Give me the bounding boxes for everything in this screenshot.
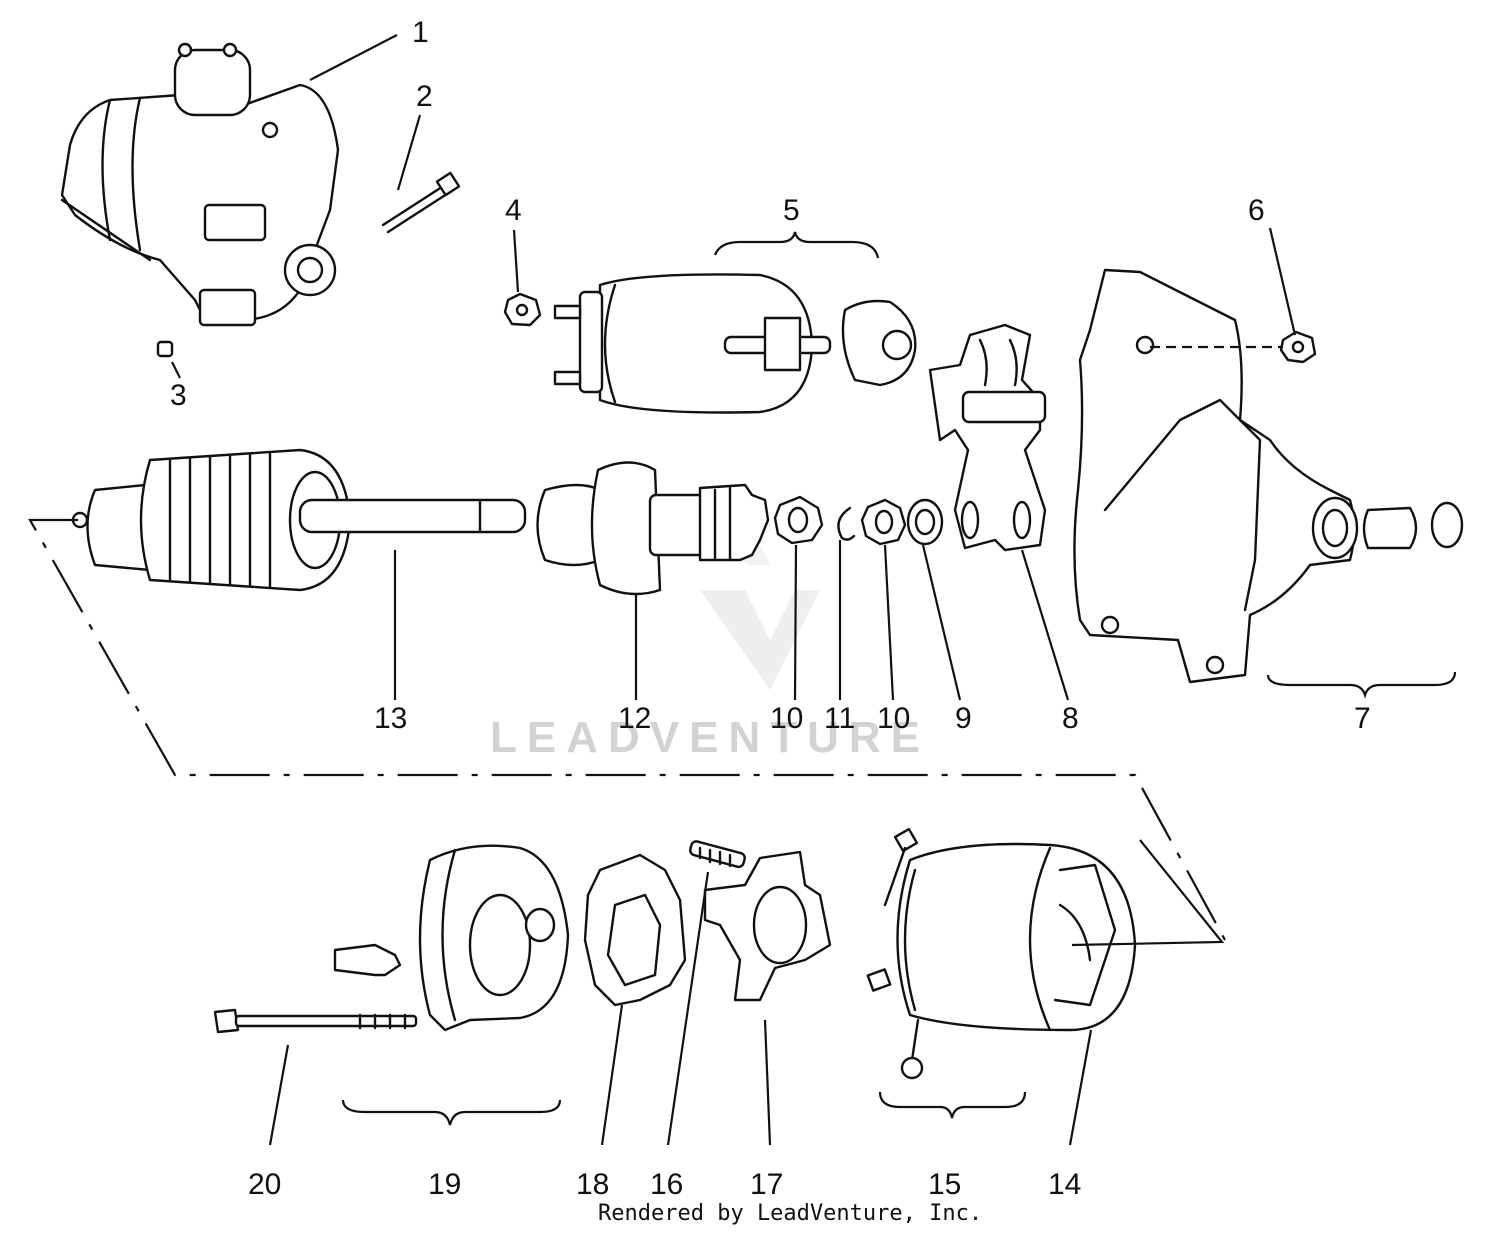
- assembly-phantom-lines: [28, 518, 1226, 941]
- callout-6-label: 6: [1248, 194, 1265, 227]
- part-14-field-frame: [866, 827, 1137, 1080]
- callout-13-label: 13: [374, 702, 407, 735]
- part-10-collar-right: [860, 498, 907, 546]
- part-17-brush-holder: [703, 850, 832, 1002]
- callout-10-left-label: 10: [770, 702, 803, 735]
- callout-19-label: 19: [428, 1168, 461, 1201]
- part-12-pinion-clutch: [536, 461, 770, 596]
- callout-18-label: 18: [576, 1168, 609, 1201]
- callout-9-label: 9: [955, 702, 972, 735]
- part-13-armature: [71, 448, 527, 592]
- callout-15-label: 15: [928, 1168, 961, 1201]
- callout-numbers: 1 2 3 4 5 6 7 8 9 10 11 10 12 13 14 15 1…: [170, 16, 1371, 1201]
- part-19-rear-cover: [333, 844, 570, 1032]
- part-7-drive-housing: [1073, 268, 1464, 684]
- leader-lines: [171, 34, 1457, 1146]
- callout-14-label: 14: [1048, 1168, 1081, 1201]
- part-9-washer: [906, 498, 944, 546]
- callout-5-label: 5: [783, 194, 800, 227]
- part-6-nut: [1279, 330, 1317, 364]
- part-20-through-bolt: [213, 1008, 418, 1034]
- part-10-collar-left: [773, 495, 824, 545]
- callout-8-label: 8: [1062, 702, 1079, 735]
- callout-17-label: 17: [750, 1168, 783, 1201]
- callout-2-label: 2: [416, 80, 433, 113]
- part-11-snap-ring: [837, 506, 856, 541]
- part-8-shift-lever: [928, 323, 1047, 552]
- callout-4-label: 4: [505, 194, 522, 227]
- part-2-starter-assembly: [60, 42, 340, 327]
- callout-10-right-label: 10: [877, 702, 910, 735]
- callout-20-label: 20: [248, 1168, 281, 1201]
- render-credit: Rendered by LeadVenture, Inc.: [598, 1201, 982, 1226]
- part-3-nut: [156, 340, 174, 358]
- part-16-brush-spring: [689, 840, 746, 869]
- part-18-brush-plate: [583, 853, 687, 1007]
- callout-11-label: 11: [824, 702, 855, 735]
- callout-1-label: 1: [412, 16, 429, 49]
- part-1-bolt: [381, 171, 461, 234]
- part-4-nut: [503, 292, 542, 327]
- part-5-solenoid: [553, 273, 917, 414]
- callout-12-label: 12: [618, 702, 651, 735]
- callout-7-label: 7: [1354, 702, 1371, 735]
- leadventure-watermark-logo: [700, 545, 820, 690]
- callout-16-label: 16: [650, 1168, 683, 1201]
- callout-3-label: 3: [170, 379, 187, 412]
- watermark-text: LEADVENTURE: [490, 713, 930, 762]
